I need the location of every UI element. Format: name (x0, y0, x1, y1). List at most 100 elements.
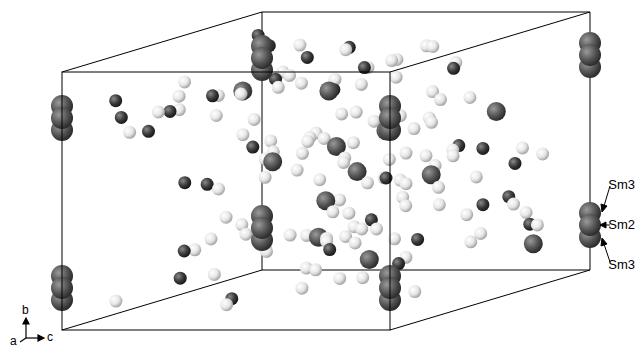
atom-sphere (408, 122, 421, 135)
atom-sphere (313, 173, 326, 186)
atom-sphere (426, 40, 439, 53)
atom-sphere (264, 134, 277, 147)
atom-sphere (339, 43, 352, 56)
sm2-site (251, 217, 273, 239)
atom-sphere (476, 198, 489, 211)
atom-sphere (309, 263, 322, 276)
atom-sphere (474, 227, 487, 240)
atom-sphere (205, 233, 218, 246)
atom-sphere (355, 222, 368, 235)
atom-sphere (173, 90, 186, 103)
atom-sphere (390, 71, 403, 84)
atom-sphere (463, 91, 476, 104)
atom-sphere (360, 250, 379, 269)
atom-sphere (447, 149, 460, 162)
atom-sphere (350, 106, 363, 119)
atom-sphere (296, 147, 309, 160)
atom-sphere (380, 172, 393, 185)
atom-sphere (272, 81, 285, 94)
atom-sphere (220, 211, 233, 224)
atom-sphere (370, 223, 383, 236)
axis-label: b (22, 304, 29, 316)
atom-sphere (283, 69, 296, 82)
atom-sphere (301, 135, 314, 148)
atom-sphere (536, 148, 549, 161)
cell-edges-back (62, 12, 590, 330)
atom-sphere (291, 164, 304, 177)
axis-label: c (47, 331, 53, 343)
atom-sphere (524, 234, 543, 253)
atom-sphere (206, 89, 219, 102)
site-label: Sm2 (608, 218, 635, 231)
atom-sphere (109, 94, 122, 107)
atom-sphere (220, 298, 233, 311)
atom-sphere (208, 268, 221, 281)
atom-sphere (460, 208, 473, 221)
atom-sphere (385, 54, 398, 67)
atom-sphere (123, 126, 136, 139)
atom-sphere (347, 136, 360, 149)
atom-sphere (235, 88, 248, 101)
atom-sphere (263, 152, 282, 171)
atom-sphere (333, 272, 346, 285)
atoms (51, 29, 601, 311)
atom-sphere (507, 198, 520, 211)
atom-sphere (400, 147, 413, 160)
atom-sphere (361, 176, 374, 189)
atom-sphere (174, 272, 187, 285)
atom-sphere (248, 113, 261, 126)
atom-sphere (326, 205, 339, 218)
atom-sphere (400, 177, 413, 190)
atom-sphere (411, 233, 424, 246)
atom-sphere (531, 218, 544, 231)
atom-sphere (212, 183, 225, 196)
atom-sphere (383, 153, 396, 166)
atom-sphere (335, 107, 348, 120)
atom-sphere (355, 78, 368, 91)
atom-sphere (178, 245, 191, 258)
atom-sphere (115, 111, 128, 124)
atom-sphere (178, 75, 191, 88)
atom-sphere (236, 128, 249, 141)
atom-sphere (516, 141, 529, 154)
atom-sphere (432, 181, 445, 194)
atom-sphere (509, 157, 522, 170)
atom-sphere (201, 178, 214, 191)
atom-sphere (233, 81, 252, 100)
atom-sphere (464, 235, 477, 248)
axis-label: a (10, 335, 17, 347)
atom-sphere (293, 39, 306, 52)
site-label: Sm3 (608, 258, 635, 271)
atom-sphere (164, 105, 177, 118)
atom-sphere (420, 149, 433, 162)
atom-sphere (434, 93, 447, 106)
sm2-site (251, 47, 273, 69)
atom-sphere (295, 282, 308, 295)
axis-triad (20, 318, 44, 342)
atom-sphere (178, 176, 191, 189)
atom-sphere (337, 156, 350, 169)
atom-sphere (476, 142, 489, 155)
atom-sphere (425, 116, 438, 129)
sm2-site (579, 214, 601, 236)
atom-sphere (259, 171, 272, 184)
atom-sphere (210, 109, 223, 122)
cell-edges-front (62, 12, 590, 330)
atom-sphere (487, 102, 506, 121)
atom-sphere (399, 199, 412, 212)
atom-sphere (246, 141, 259, 154)
atom-sphere (470, 170, 483, 183)
atom-sphere (109, 295, 122, 308)
atom-sphere (349, 236, 362, 249)
atom-sphere (433, 198, 446, 211)
atom-sphere (323, 243, 336, 256)
atom-sphere (142, 125, 155, 138)
sm2-site (579, 44, 601, 66)
atom-sphere (408, 285, 421, 298)
atom-sphere (239, 228, 252, 241)
atom-sphere (356, 271, 369, 284)
atom-sphere (447, 62, 460, 75)
atom-sphere (284, 229, 297, 242)
